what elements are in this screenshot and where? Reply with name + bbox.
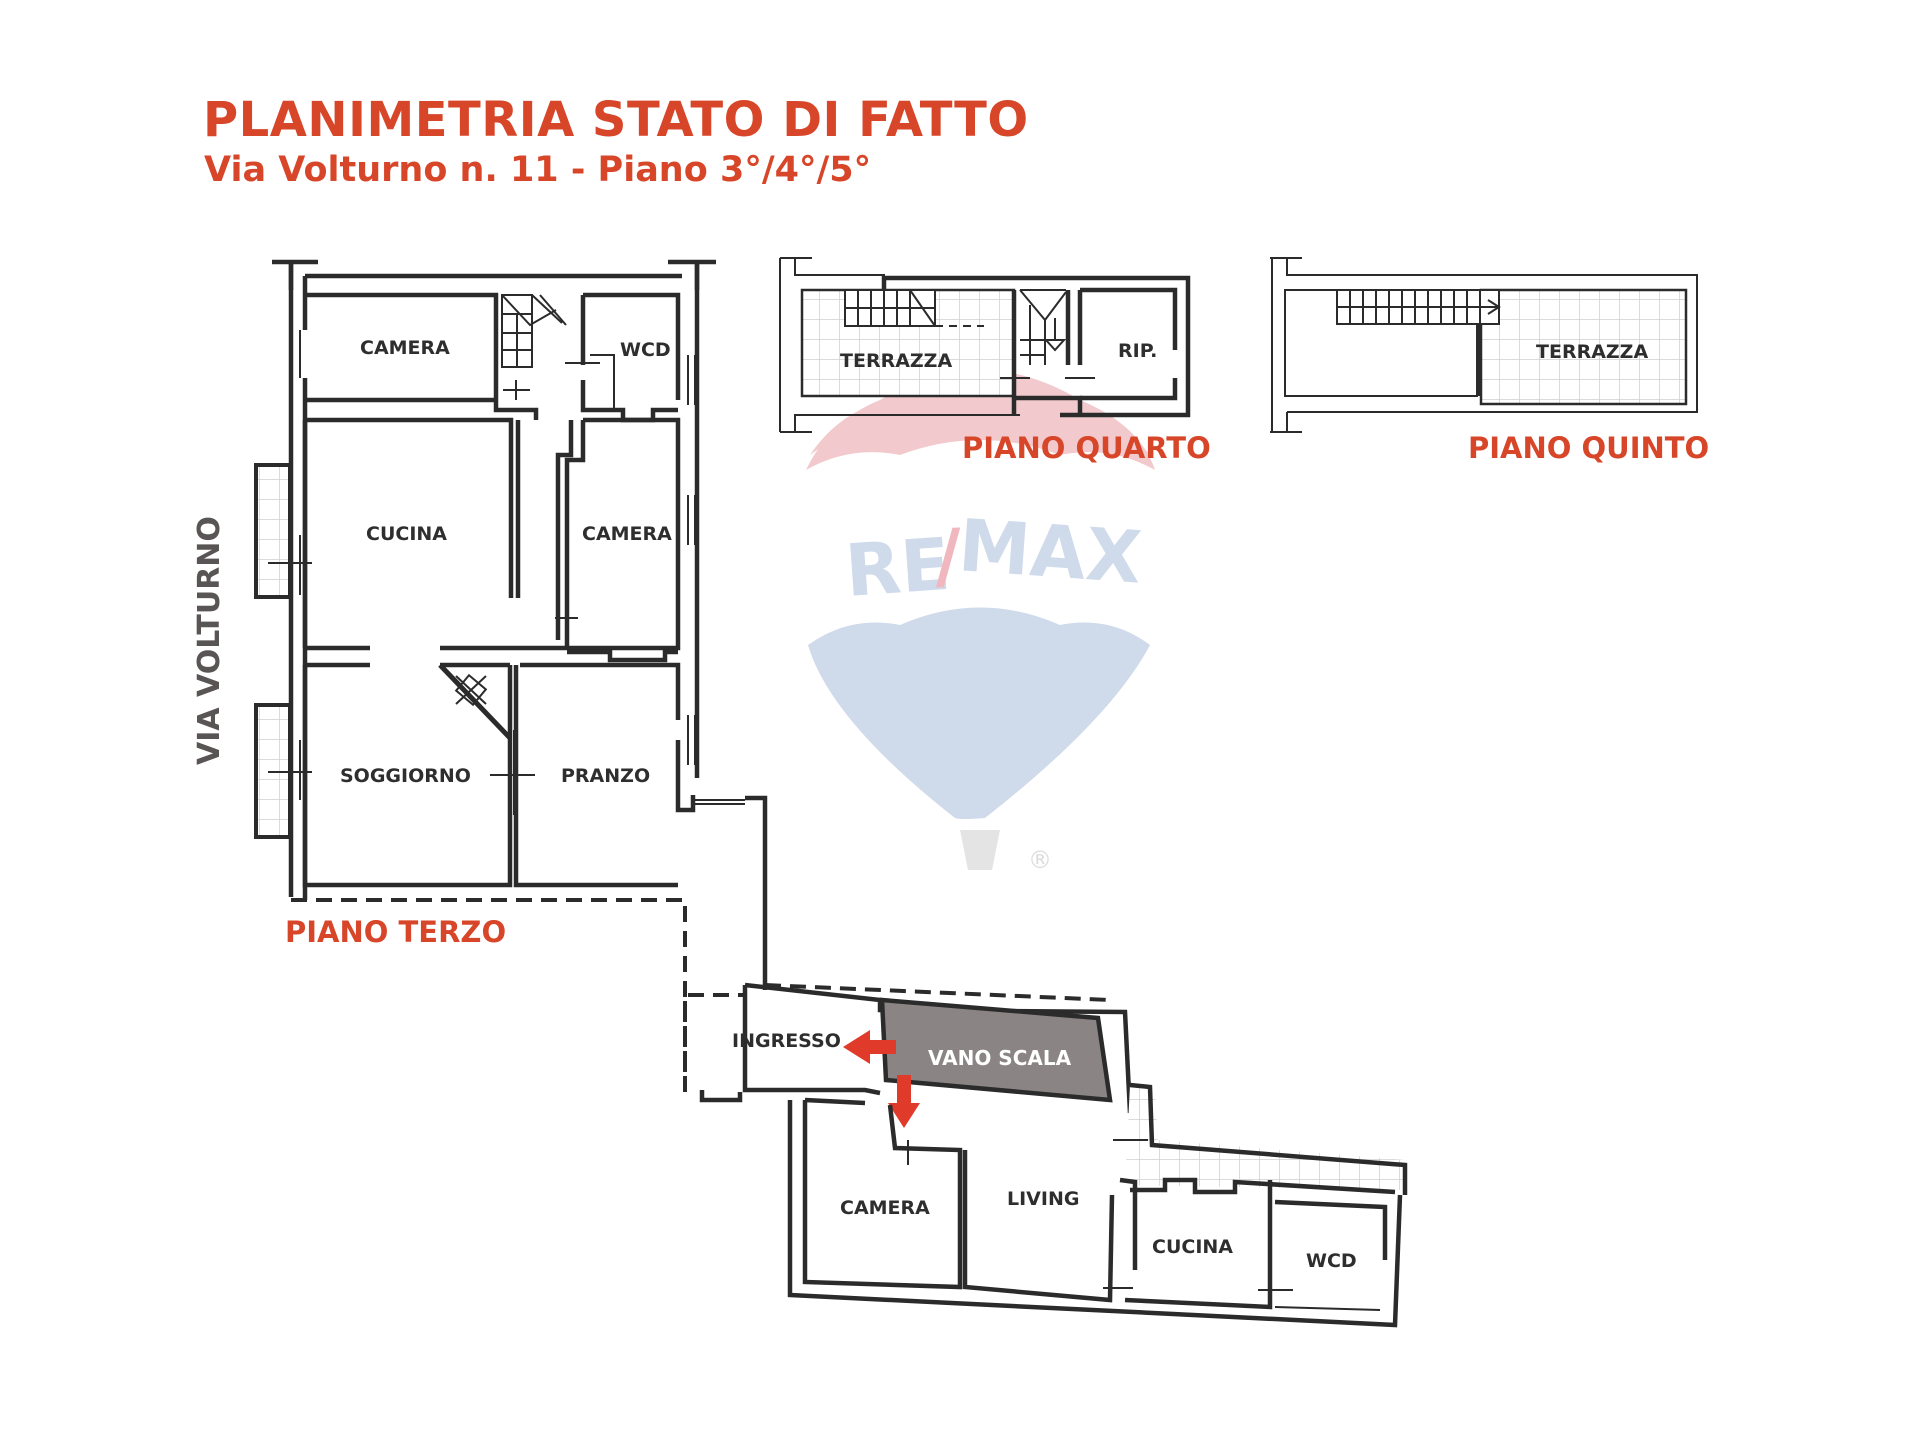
stairs-icon-fourth-inner xyxy=(1019,289,1067,365)
room-ripostiglio: RIP. xyxy=(1118,340,1157,362)
remax-watermark: ® RE / MAX xyxy=(806,370,1155,874)
balcony-north xyxy=(254,463,292,599)
floor-label-third: PIANO TERZO xyxy=(285,915,506,949)
balloon-basket-icon xyxy=(960,830,1000,870)
room-cucina-2: CUCINA xyxy=(1152,1236,1233,1258)
room-camera-1: CAMERA xyxy=(360,337,450,359)
street-label: VIA VOLTURNO xyxy=(192,516,227,765)
floor-label-fourth: PIANO QUARTO xyxy=(962,431,1211,465)
room-wcd-2: WCD xyxy=(1306,1250,1357,1272)
terrace-fifth xyxy=(1479,288,1688,406)
room-wcd-1: WCD xyxy=(620,339,671,361)
room-camera-2: CAMERA xyxy=(582,523,672,545)
floor-fifth: TERRAZZA PIANO QUINTO xyxy=(1270,257,1709,465)
room-terrazza-5: TERRAZZA xyxy=(1536,341,1648,363)
room-living: LIVING xyxy=(1007,1188,1079,1210)
arrow-down-icon xyxy=(888,1075,920,1128)
balloon-bottom-blue-icon xyxy=(808,607,1150,819)
floor-lower-unit: INGRESSO VANO SCALA CAMERA LIVING CUCINA… xyxy=(683,982,1408,1328)
floor-third: CAMERA WCD CUCINA CAMERA SOGGIORNO PRANZ… xyxy=(254,259,768,1092)
registered-mark: ® xyxy=(1028,846,1052,874)
room-camera-3: CAMERA xyxy=(840,1197,930,1219)
room-vano-scala: VANO SCALA xyxy=(928,1046,1072,1070)
room-ingresso: INGRESSO xyxy=(732,1030,841,1052)
room-pranzo: PRANZO xyxy=(561,765,650,787)
stairs-icon-fifth xyxy=(1336,289,1501,325)
page-title: PLANIMETRIA STATO DI FATTO xyxy=(203,92,1029,148)
room-terrazza-4: TERRAZZA xyxy=(840,350,952,372)
remax-wordmark-right: MAX xyxy=(956,503,1144,600)
room-cucina-1: CUCINA xyxy=(366,523,447,545)
terrace-lower xyxy=(1125,1085,1405,1190)
remax-wordmark-slash: / xyxy=(933,513,963,598)
stairs-icon xyxy=(501,294,567,400)
floor-fourth: TERRAZZA RIP. PIANO QUARTO xyxy=(779,257,1211,465)
page-subtitle: Via Volturno n. 11 - Piano 3°/4°/5° xyxy=(204,150,872,190)
remax-wordmark-left: RE xyxy=(843,522,953,613)
room-soggiorno: SOGGIORNO xyxy=(340,765,471,787)
floor-label-fifth: PIANO QUINTO xyxy=(1468,431,1709,465)
arrow-left-icon xyxy=(843,1030,896,1064)
stairs-icon-fourth xyxy=(844,289,984,327)
